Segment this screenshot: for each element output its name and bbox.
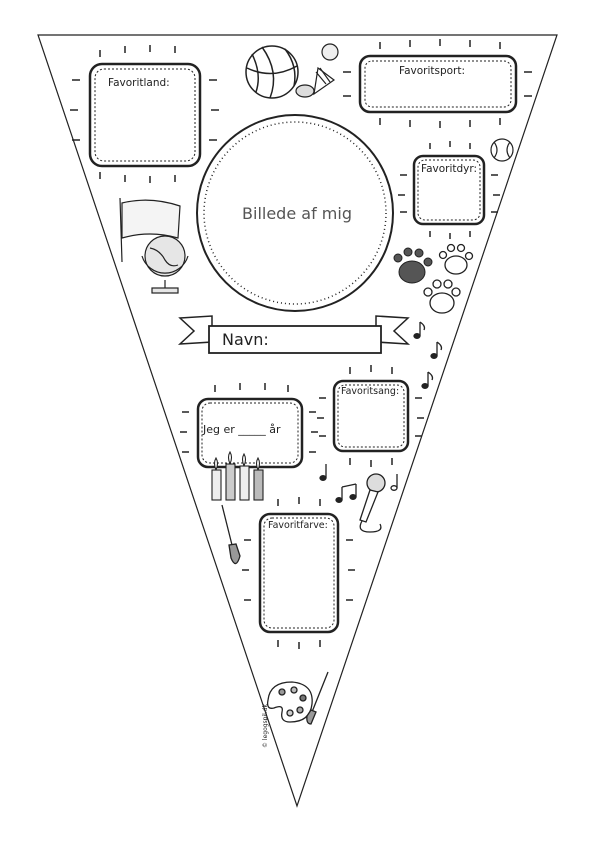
favoritland-label: Favoritland: [108, 77, 170, 89]
favoritsang-box[interactable] [317, 365, 424, 467]
shuttlecock-icon [295, 66, 336, 98]
age-box[interactable] [180, 383, 318, 469]
favoritsang-label: Favoritsang: [341, 386, 400, 397]
photo-frame[interactable] [196, 114, 394, 312]
tennis-ball-icon [321, 43, 339, 61]
favoritdyr-box[interactable] [398, 141, 500, 239]
globe-icon [141, 235, 189, 294]
copyright-credit: © legogspil.dk [262, 703, 269, 748]
paw-print-icon [423, 243, 474, 314]
zebra-paw-icon [393, 247, 433, 284]
birthday-candle-icon [211, 450, 264, 501]
paintbrush-icon [221, 504, 241, 565]
name-banner[interactable] [177, 315, 411, 354]
photo-label: Billede af mig [242, 204, 352, 223]
age-label: Jeg er _____ år [203, 423, 281, 436]
music-note-icon [319, 321, 443, 503]
basketball-icon [245, 45, 299, 99]
favoritsport-box[interactable] [343, 39, 532, 128]
favoritdyr-label: Favoritdyr: [421, 163, 478, 175]
microphone-icon [359, 473, 386, 533]
favoritland-box[interactable] [70, 45, 219, 183]
favoritsport-label: Favoritsport: [399, 65, 466, 77]
name-label: Navn: [222, 330, 269, 349]
favoritfarve-label: Favoritfarve: [268, 520, 328, 531]
baseball-icon [490, 138, 514, 162]
flag-icon [119, 197, 181, 263]
favoritfarve-box[interactable] [242, 497, 355, 649]
paint-palette-icon [266, 671, 329, 725]
